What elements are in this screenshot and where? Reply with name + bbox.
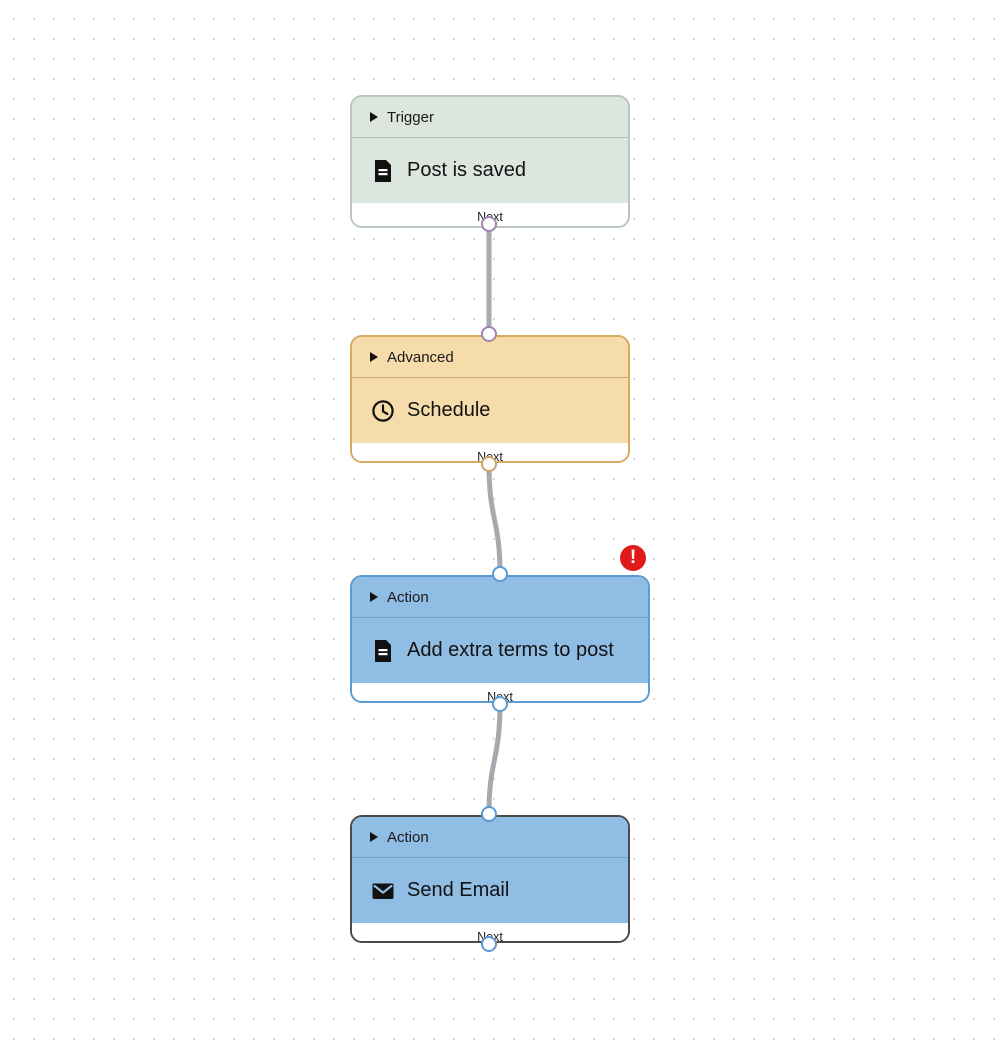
chevron-right-icon[interactable] [370,592,378,602]
chevron-right-icon[interactable] [370,832,378,842]
input-port-action-add-terms[interactable] [492,566,508,582]
node-title: Send Email [407,879,510,901]
node-footer-next[interactable]: Next [352,683,648,701]
node-title: Schedule [407,399,491,421]
node-body-trigger[interactable]: Post is saved [352,138,628,203]
input-port-action-send-email[interactable] [481,806,497,822]
node-title: Add extra terms to post [407,639,614,661]
node-header-label: Trigger [387,108,434,126]
node-divider [352,617,648,618]
workflow-node-trigger[interactable]: Trigger Post is saved Next [350,95,630,228]
node-divider [352,137,628,138]
input-port-advanced[interactable] [481,326,497,342]
node-header-action[interactable]: Action [352,577,648,617]
output-port-action-send-email[interactable] [481,936,497,952]
node-header-label: Advanced [387,348,454,366]
node-header-label: Action [387,828,429,846]
chevron-right-icon[interactable] [370,112,378,122]
workflow-node-advanced[interactable]: Advanced Schedule Next [350,335,630,463]
error-badge-symbol: ! [629,546,637,568]
node-header-trigger[interactable]: Trigger [352,97,628,137]
node-header-action[interactable]: Action [352,817,628,857]
node-footer-label: Next [477,450,503,461]
clock-icon [370,398,396,424]
node-footer-label: Next [487,690,513,701]
document-icon [370,158,396,184]
document-icon [370,638,396,664]
node-body-action[interactable]: Add extra terms to post [352,618,648,683]
node-header-label: Action [387,588,429,606]
error-badge[interactable]: ! [620,545,646,571]
node-header-advanced[interactable]: Advanced [352,337,628,377]
node-body-action[interactable]: Send Email [352,858,628,923]
workflow-node-action-add-terms[interactable]: Action Add extra terms to post Next [350,575,650,703]
node-footer-label: Next [477,930,503,941]
node-body-advanced[interactable]: Schedule [352,378,628,443]
workflow-node-action-send-email[interactable]: Action Send Email Next [350,815,630,943]
chevron-right-icon[interactable] [370,352,378,362]
node-footer-next[interactable]: Next [352,923,628,941]
node-title: Post is saved [407,159,526,181]
connector-advanced-to-action1 [486,461,503,576]
connector-action1-to-action2 [486,701,503,816]
node-footer-next[interactable]: Next [352,443,628,461]
output-port-advanced[interactable] [481,456,497,472]
output-port-action-add-terms[interactable] [492,696,508,712]
mail-icon [370,878,396,904]
node-divider [352,377,628,378]
output-port-trigger[interactable] [481,216,497,232]
node-divider [352,857,628,858]
